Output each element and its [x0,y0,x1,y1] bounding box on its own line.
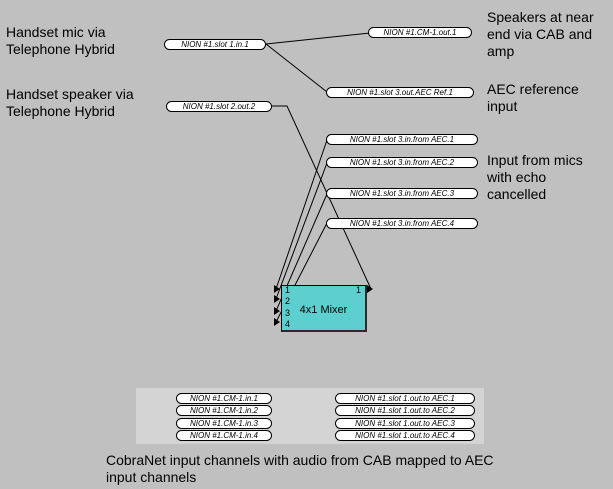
node-slot1-out-to-aec3[interactable]: NION #1.slot 1.out.to AEC.3 [335,418,475,429]
mixer-output-pin-1 [367,285,373,293]
mixer-input-pin-2 [274,295,280,303]
mixer-input-pin-3 [274,307,280,315]
mixer-title: 4x1 Mixer [299,304,348,316]
node-slot3-in-from-aec1[interactable]: NION #1.slot 3.in.from AEC.1 [326,134,478,145]
node-cm1-out1[interactable]: NION #1.CM-1.out.1 [368,27,472,38]
mixer-output-label-1: 1 [355,285,361,295]
wire-mic-to-speakers [265,32,371,45]
node-slot3-out-aec-ref1[interactable]: NION #1.slot 3.out.AEC Ref.1 [326,87,474,98]
node-slot2-out2[interactable]: NION #1.slot 2.out.2 [166,101,272,112]
node-slot3-in-from-aec3[interactable]: NION #1.slot 3.in.from AEC.3 [326,188,478,199]
cobranet-caption-label: CobraNet input channels with audio from … [106,452,494,485]
node-slot1-out-to-aec2[interactable]: NION #1.slot 1.out.to AEC.2 [335,405,475,416]
mixer-input-pin-1 [274,285,280,293]
mixer-input-label-4: 4 [285,319,291,329]
node-cm1-in1[interactable]: NION #1.CM-1.in.1 [176,393,272,404]
mixer-input-label-2: 2 [285,296,291,306]
node-cm1-in3[interactable]: NION #1.CM-1.in.3 [176,418,272,429]
mixer-block[interactable]: 1 2 3 4 1 4x1 Mixer [281,285,367,332]
wire-aec1-to-mixer-in1 [275,139,328,290]
wire-mic-to-aec-ref [265,43,328,93]
node-slot3-in-from-aec4[interactable]: NION #1.slot 3.in.from AEC.4 [326,218,478,229]
node-slot1-out-to-aec1[interactable]: NION #1.slot 1.out.to AEC.1 [335,393,475,404]
node-slot1-out-to-aec4[interactable]: NION #1.slot 1.out.to AEC.4 [335,430,475,441]
node-slot3-in-from-aec2[interactable]: NION #1.slot 3.in.from AEC.2 [326,157,478,168]
mixer-input-pin-4 [274,318,280,326]
wire-aec2-to-mixer-in2 [275,162,328,300]
mixer-input-label-1: 1 [285,285,291,295]
node-cm1-in4[interactable]: NION #1.CM-1.in.4 [176,430,272,441]
node-slot1-in1[interactable]: NION #1.slot 1.in.1 [164,39,266,50]
mixer-input-label-3: 3 [285,308,291,318]
node-cm1-in2[interactable]: NION #1.CM-1.in.2 [176,405,272,416]
